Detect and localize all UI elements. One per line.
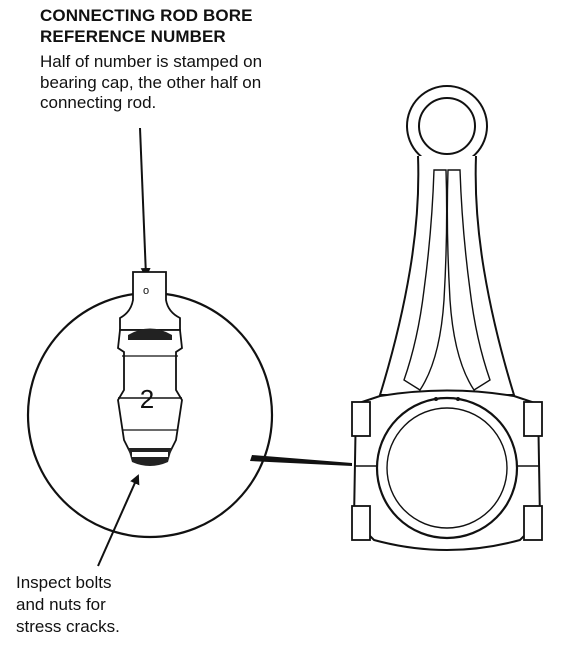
bore-reference-description-line-1: Half of number is stamped on [40, 52, 263, 71]
rod-stamp-mark: o [143, 285, 149, 297]
bore-reference-title-line-1: CONNECTING ROD BORE [40, 6, 253, 25]
detail-magnifier: o [26, 271, 274, 539]
bore-reference-description-line-2: bearing cap, the other half on [40, 72, 262, 92]
inspect-bolts-line-2: and nuts for [16, 594, 106, 614]
bore-reference-title: CONNECTING ROD BORE REFERENCE NUMBER [40, 6, 253, 47]
reference-number-arrow [139, 127, 151, 278]
bore-reference-description-line-3: connecting rod. [40, 93, 157, 113]
bore-reference-description: Half of number is stamped on bearing cap… [40, 52, 262, 114]
magnifier-leader [250, 455, 352, 466]
stamped-number: 2 [140, 384, 154, 414]
inspect-bolts-line-1: Inspect bolts [16, 573, 112, 592]
connecting-rod [351, 85, 543, 551]
inspect-bolts-arrow [97, 474, 140, 567]
bore-reference-title-line-2: REFERENCE NUMBER [40, 26, 226, 46]
inspect-bolts-line-3: stress cracks. [16, 616, 120, 636]
inspect-bolts-label: Inspect bolts and nuts for stress cracks… [16, 572, 120, 637]
